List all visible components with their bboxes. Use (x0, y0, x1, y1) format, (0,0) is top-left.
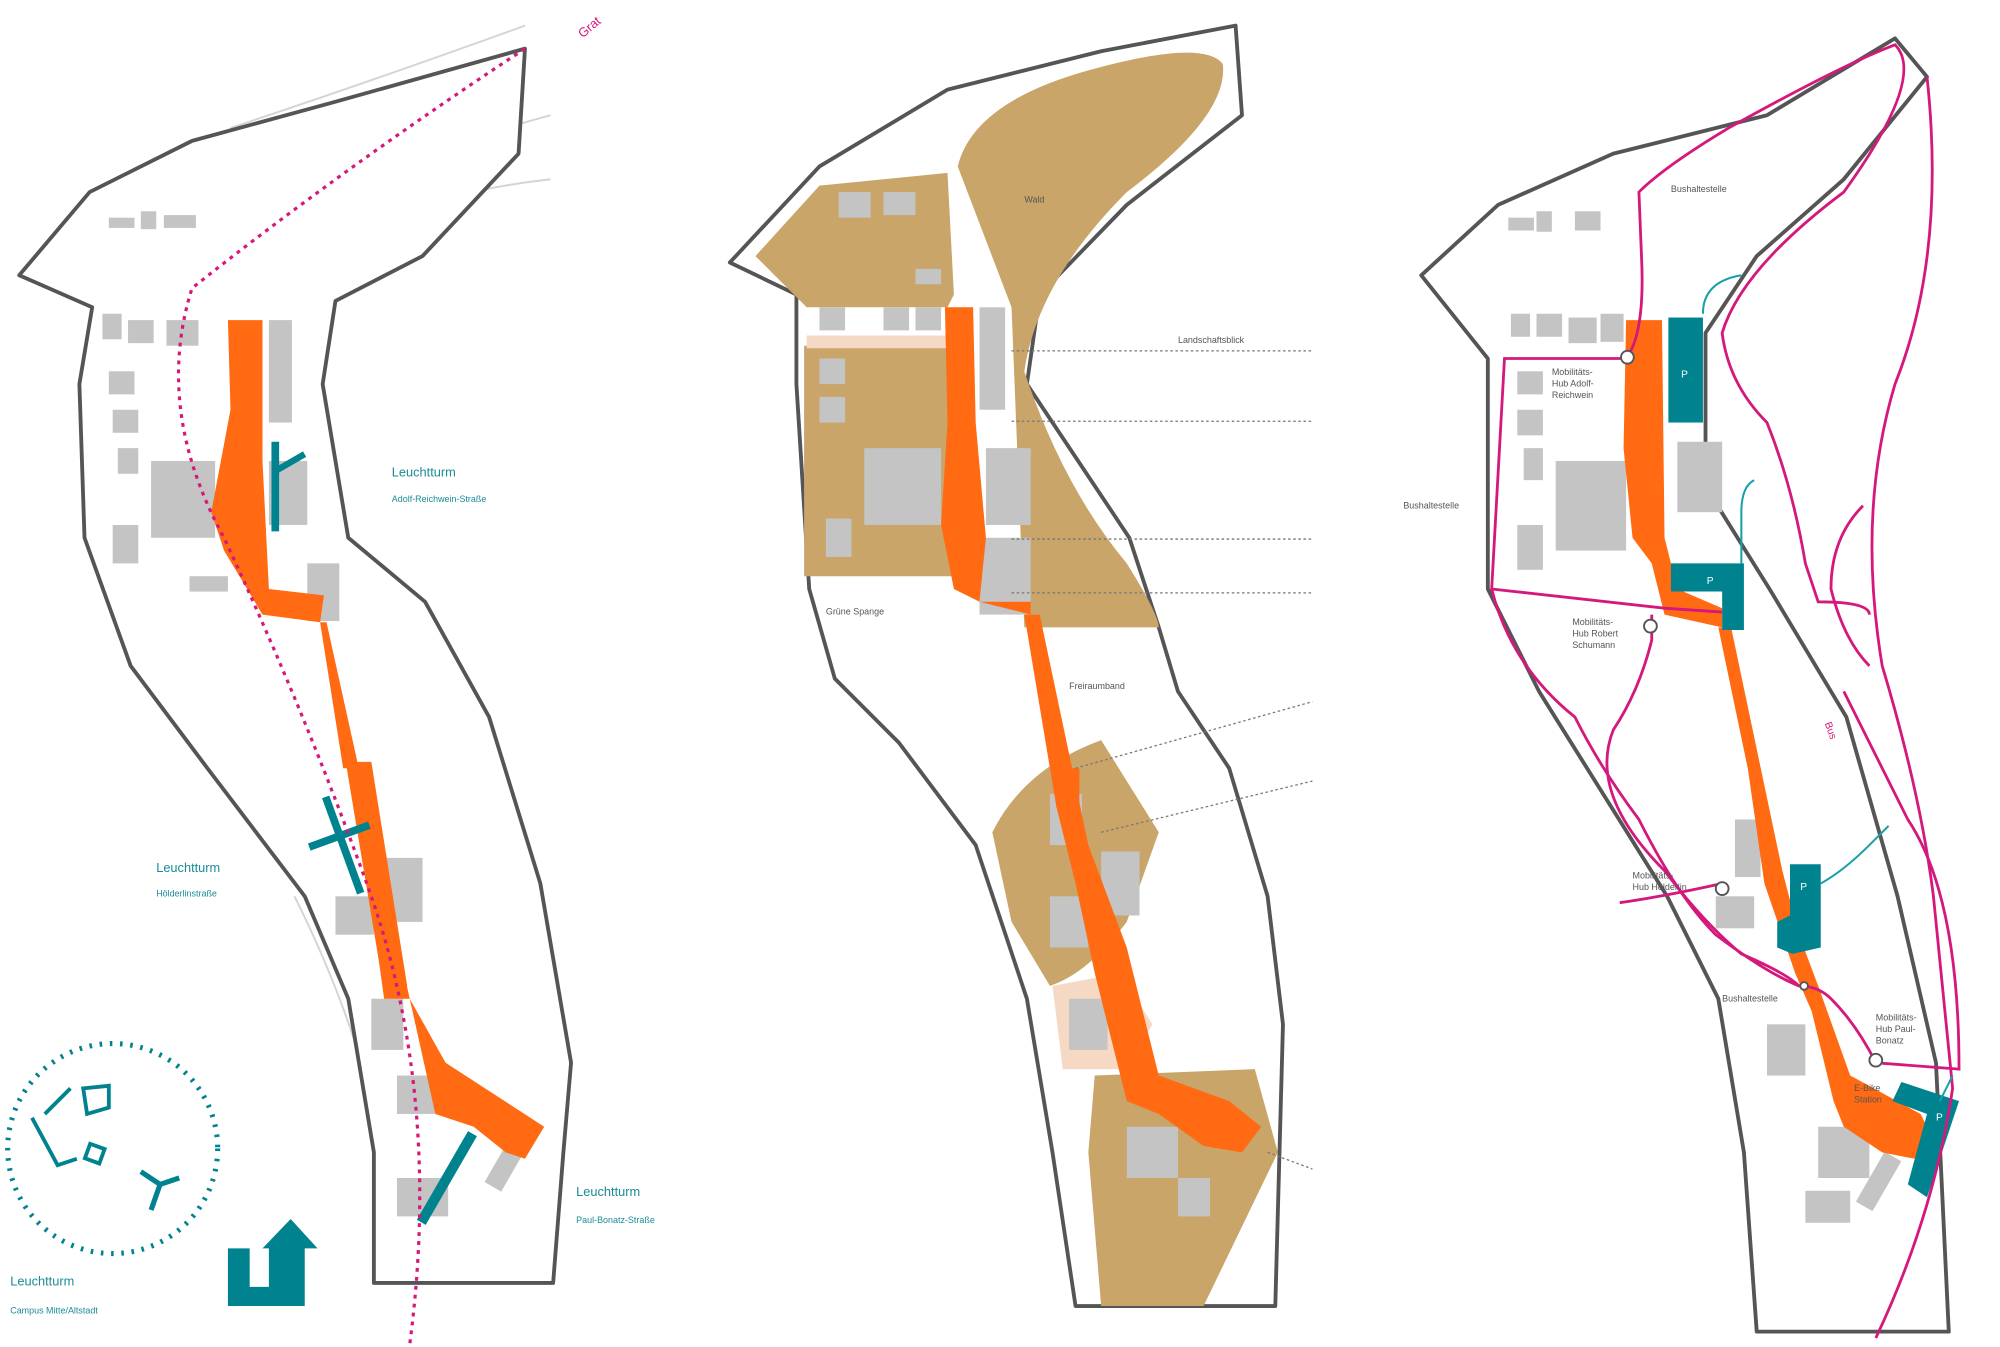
open-band-label: Freiraumband (1069, 681, 1125, 691)
green-link-label: Grüne Spange (826, 607, 884, 617)
svg-text:Hub Paul-: Hub Paul- (1876, 1024, 1916, 1034)
ridge-label: Grat (575, 13, 604, 41)
svg-text:Mobilitäts-: Mobilitäts- (1572, 617, 1613, 627)
parking-label: P (1681, 370, 1688, 381)
lighthouse-title: Leuchtturm (392, 464, 456, 479)
corridor (211, 320, 545, 1159)
footpaths (1701, 274, 1954, 1102)
panel-landscape: Wald Landschaftsblick Grüne Spange Freir… (727, 23, 1313, 1308)
forest-label: Wald (1024, 194, 1044, 204)
hub-marker (1714, 881, 1730, 896)
hub-label: Mobilitäts- Hub Adolf- Reichwein (1552, 367, 1594, 400)
corridor (1623, 320, 1934, 1159)
hub-label: Mobilitäts- Hub Paul- Bonatz (1876, 1012, 1917, 1045)
svg-text:Hub Adolf-: Hub Adolf- (1552, 379, 1594, 389)
parking-label: P (1936, 1112, 1943, 1123)
green-link-path (806, 335, 948, 349)
svg-text:Hub Hölderlin: Hub Hölderlin (1633, 882, 1687, 892)
hub-marker (1868, 1052, 1884, 1068)
svg-text:Reichwein: Reichwein (1552, 390, 1593, 400)
hub-marker (1620, 349, 1635, 365)
hub-label: Mobilitäts- Hub Hölderlin (1633, 870, 1687, 892)
parking-areas: P P P P (1668, 317, 1960, 1198)
svg-text:Station: Station (1854, 1094, 1882, 1104)
svg-text:Mobilitäts-: Mobilitäts- (1876, 1012, 1917, 1022)
lighthouse-title: Leuchtturm (156, 860, 220, 875)
svg-text:Bonatz: Bonatz (1876, 1036, 1904, 1046)
buildings (102, 211, 534, 1217)
bus-routes (1490, 43, 1961, 1339)
lighthouse-elements (271, 441, 477, 1225)
view-arrows (1011, 350, 1313, 1170)
ebike-station-label: E-Bike Station (1854, 1083, 1882, 1105)
mobility-hubs (1620, 349, 1884, 1068)
lighthouse-legend-circle (5, 1040, 221, 1257)
lighthouse-subtitle: Hölderlinstraße (156, 888, 217, 898)
hub-label: Mobilitäts- Hub Robert Schumann (1572, 617, 1618, 650)
bus-stop-label: Bushaltestelle (1403, 500, 1459, 510)
view-label: Landschaftsblick (1178, 335, 1245, 345)
panel-lighthouses: Grat Leuchtturm Adolf-Reichwein-Straße L… (5, 13, 655, 1345)
bus-stop-label: Bushaltestelle (1722, 993, 1778, 1003)
bus-stop-label: Bushaltestelle (1671, 184, 1727, 194)
svg-text:E-Bike: E-Bike (1854, 1083, 1880, 1093)
lighthouse-subtitle: Adolf-Reichwein-Straße (392, 494, 487, 504)
parking-label: P (1707, 576, 1714, 587)
corridor (941, 307, 1262, 1153)
lighthouse-title: Leuchtturm (10, 1274, 74, 1289)
svg-text:Hub Robert: Hub Robert (1572, 628, 1618, 638)
hub-marker (1643, 618, 1658, 634)
u-arrow-logo (227, 1218, 318, 1307)
lighthouse-subtitle: Campus Mitte/Altstadt (10, 1306, 98, 1316)
lighthouse-subtitle: Paul-Bonatz-Straße (576, 1215, 655, 1225)
bus-stop-marker (1799, 981, 1809, 991)
svg-text:Schumann: Schumann (1572, 640, 1615, 650)
parking-label: P (1800, 882, 1807, 893)
district-outline (17, 46, 573, 1285)
svg-text:Mobilitäts-: Mobilitäts- (1633, 870, 1674, 880)
ridge-line (176, 47, 526, 1345)
buildings (1508, 211, 1902, 1223)
svg-text:Mobilitäts-: Mobilitäts- (1552, 367, 1593, 377)
lighthouse-title: Leuchtturm (576, 1184, 640, 1199)
panel-mobility: P P P P Bushaltestelle Bush (1403, 36, 1961, 1339)
